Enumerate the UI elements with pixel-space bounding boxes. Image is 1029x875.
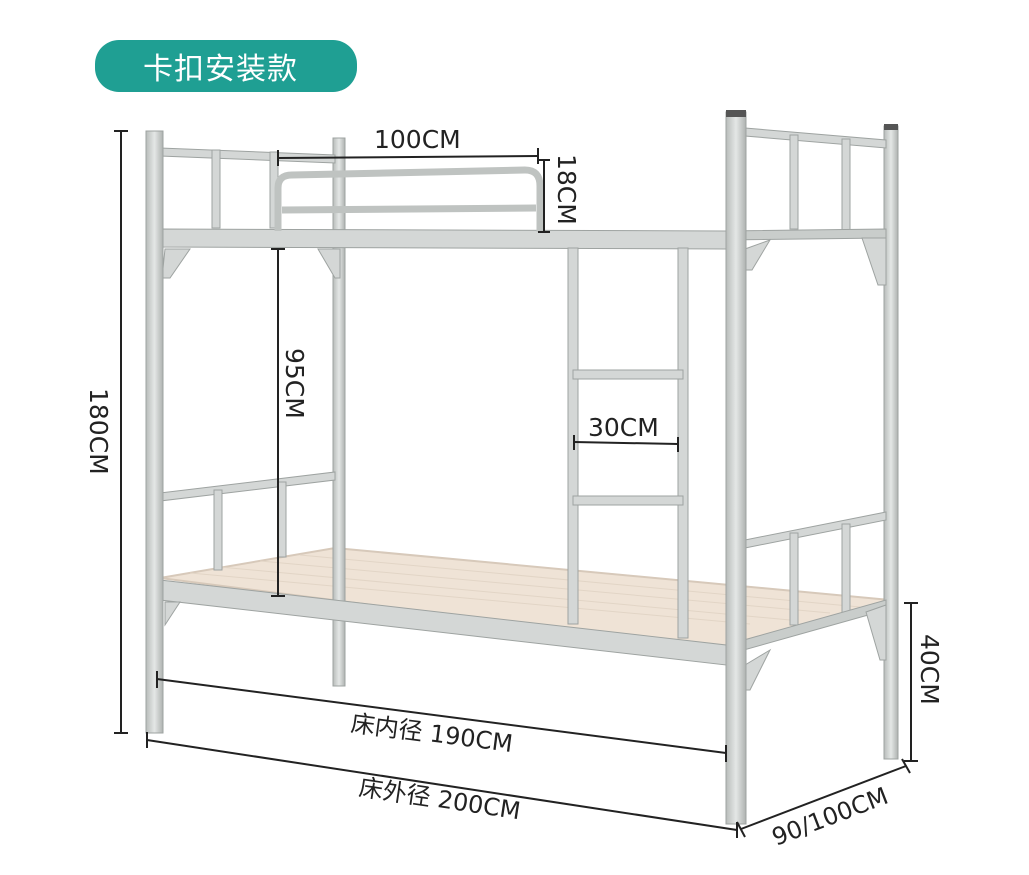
left-bottom-end-frame bbox=[159, 471, 336, 571]
left-top-end-frame bbox=[159, 147, 336, 229]
top-long-rail bbox=[159, 228, 727, 250]
dimension-lines bbox=[114, 130, 918, 838]
dim-total-height: 180CM bbox=[84, 388, 113, 475]
front-right-post-cap bbox=[726, 110, 746, 117]
dim-inner-length: 床内径 190CM bbox=[349, 709, 514, 758]
dim-bunk-gap: 95CM bbox=[280, 348, 309, 419]
back-right-post-cap bbox=[884, 124, 898, 130]
right-bottom-end-frame bbox=[744, 511, 887, 626]
dim-rail-height: 18CM bbox=[552, 154, 581, 225]
front-left-post bbox=[145, 130, 164, 734]
product-type-badge: 卡扣安装款 bbox=[95, 40, 357, 92]
dim-rail-length: 100CM bbox=[374, 125, 461, 154]
corner-braces bbox=[161, 237, 887, 691]
dim-ladder-width: 30CM bbox=[588, 413, 659, 442]
dim-outer-length: 床外径 200CM bbox=[357, 773, 522, 825]
front-right-post bbox=[725, 111, 747, 825]
badge-label: 卡扣安装款 bbox=[143, 52, 298, 87]
back-right-post bbox=[883, 125, 899, 760]
safety-guard-rail bbox=[274, 166, 544, 232]
right-top-end-frame bbox=[744, 127, 887, 232]
dim-bottom-height: 40CM bbox=[915, 634, 944, 705]
dim-bed-width: 90/100CM bbox=[768, 782, 892, 852]
